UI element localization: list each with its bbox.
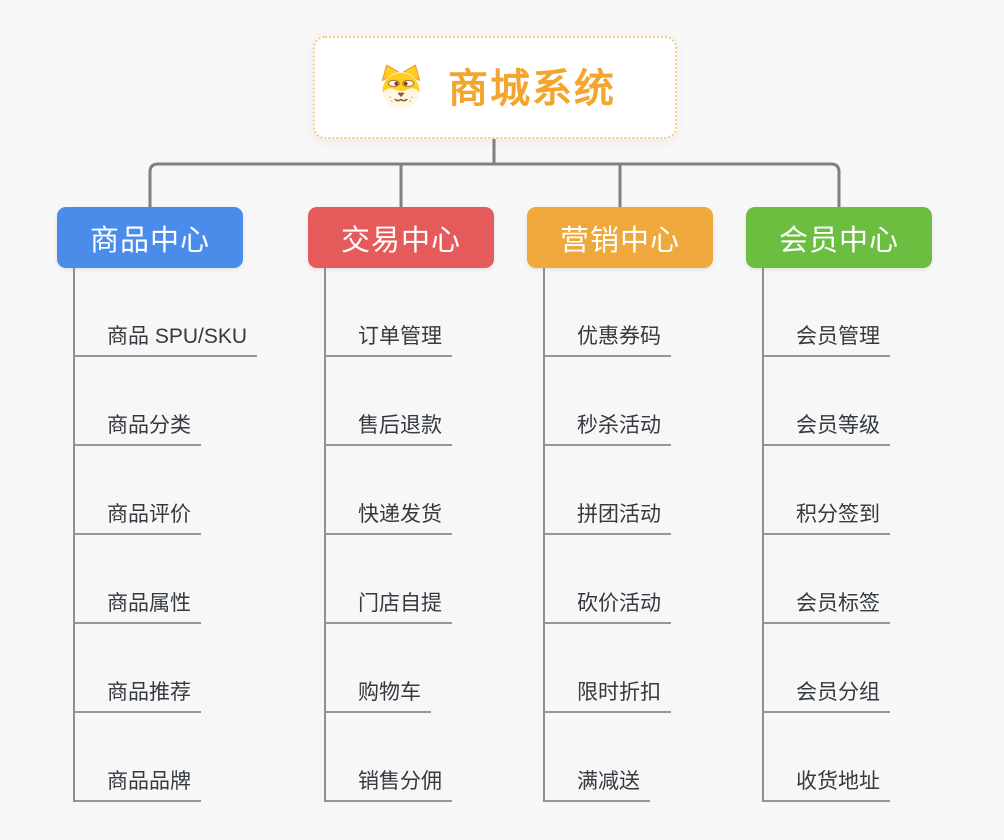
branch-children: 商品 SPU/SKU 商品分类商品评价商品属性商品推荐商品品牌 — [73, 268, 258, 802]
leaf-label: 销售分佣 — [324, 771, 452, 802]
leaf-node[interactable]: 商品 SPU/SKU — [73, 268, 258, 357]
leaf-label: 限时折扣 — [543, 682, 671, 713]
leaf-node[interactable]: 秒杀活动 — [543, 357, 671, 446]
leaf-node[interactable]: 会员标签 — [762, 535, 890, 624]
leaf-label: 积分签到 — [762, 504, 890, 535]
leaf-node[interactable]: 收货地址 — [762, 713, 890, 802]
leaf-node[interactable]: 优惠券码 — [543, 268, 671, 357]
root-node[interactable]: 商城系统 — [313, 36, 677, 139]
leaf-label: 砍价活动 — [543, 593, 671, 624]
leaf-node[interactable]: 会员管理 — [762, 268, 890, 357]
leaf-label: 商品评价 — [73, 504, 201, 535]
branch-column-3: 营销中心优惠券码秒杀活动拼团活动砍价活动限时折扣满减送 — [527, 207, 713, 802]
leaf-node[interactable]: 商品属性 — [73, 535, 257, 624]
leaf-node[interactable]: 商品推荐 — [73, 624, 257, 713]
branch-node[interactable]: 商品中心 — [57, 207, 243, 268]
leaf-node[interactable]: 快递发货 — [324, 446, 452, 535]
root-title: 商城系统 — [448, 66, 616, 111]
leaf-label: 满减送 — [543, 771, 650, 802]
leaf-label: 收货地址 — [762, 771, 890, 802]
branch-node[interactable]: 会员中心 — [746, 207, 932, 268]
leaf-node[interactable]: 订单管理 — [324, 268, 452, 357]
leaf-node[interactable]: 销售分佣 — [324, 713, 452, 802]
leaf-node[interactable]: 会员分组 — [762, 624, 890, 713]
leaf-label: 秒杀活动 — [543, 415, 671, 446]
branch-children: 会员管理会员等级积分签到会员标签会员分组收货地址 — [762, 268, 890, 802]
leaf-label: 售后退款 — [324, 415, 452, 446]
leaf-node[interactable]: 门店自提 — [324, 535, 452, 624]
branch-node[interactable]: 营销中心 — [527, 207, 713, 268]
leaf-label: 会员标签 — [762, 593, 890, 624]
leaf-node[interactable]: 拼团活动 — [543, 446, 671, 535]
branch-column-1: 商品中心商品 SPU/SKU 商品分类商品评价商品属性商品推荐商品品牌 — [57, 207, 258, 802]
leaf-label: 商品 SPU/SKU — [73, 326, 258, 357]
leaf-label: 会员分组 — [762, 682, 890, 713]
leaf-label: 商品分类 — [73, 415, 201, 446]
leaf-node[interactable]: 商品评价 — [73, 446, 257, 535]
branch-children: 订单管理售后退款快递发货门店自提购物车销售分佣 — [324, 268, 452, 802]
branch-node[interactable]: 交易中心 — [308, 207, 494, 268]
leaf-label: 商品品牌 — [73, 771, 201, 802]
branch-column-2: 交易中心订单管理售后退款快递发货门店自提购物车销售分佣 — [308, 207, 494, 802]
leaf-node[interactable]: 售后退款 — [324, 357, 452, 446]
leaf-label: 优惠券码 — [543, 326, 671, 357]
leaf-label: 快递发货 — [324, 504, 452, 535]
leaf-node[interactable]: 商品品牌 — [73, 713, 257, 802]
leaf-label: 会员管理 — [762, 326, 890, 357]
leaf-label: 商品推荐 — [73, 682, 201, 713]
branch-column-4: 会员中心会员管理会员等级积分签到会员标签会员分组收货地址 — [746, 207, 932, 802]
leaf-node[interactable]: 积分签到 — [762, 446, 890, 535]
leaf-node[interactable]: 限时折扣 — [543, 624, 671, 713]
leaf-node[interactable]: 砍价活动 — [543, 535, 671, 624]
shiba-dog-icon — [381, 64, 421, 109]
leaf-label: 购物车 — [324, 682, 431, 713]
leaf-node[interactable]: 满减送 — [543, 713, 671, 802]
leaf-node[interactable]: 商品分类 — [73, 357, 257, 446]
branch-children: 优惠券码秒杀活动拼团活动砍价活动限时折扣满减送 — [543, 268, 671, 802]
leaf-node[interactable]: 会员等级 — [762, 357, 890, 446]
leaf-label: 拼团活动 — [543, 504, 671, 535]
leaf-label: 会员等级 — [762, 415, 890, 446]
leaf-label: 订单管理 — [324, 326, 452, 357]
leaf-label: 商品属性 — [73, 593, 201, 624]
leaf-node[interactable]: 购物车 — [324, 624, 452, 713]
leaf-label: 门店自提 — [324, 593, 452, 624]
